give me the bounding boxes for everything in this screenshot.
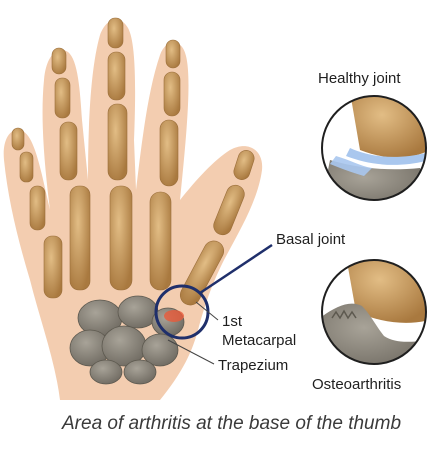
arthritis-highlight — [164, 310, 184, 322]
basal-joint-label: Basal joint — [276, 231, 345, 248]
metacarpal-label-line1: 1st — [222, 313, 242, 330]
healthy-joint-label: Healthy joint — [318, 70, 401, 87]
figure-caption: Area of arthritis at the base of the thu… — [62, 412, 422, 436]
osteoarthritis-label: Osteoarthritis — [312, 376, 401, 393]
osteoarthritis-inset — [320, 256, 430, 372]
metacarpal-label-line2: Metacarpal — [222, 332, 296, 349]
healthy-joint-inset — [320, 92, 430, 210]
trapezium-label: Trapezium — [218, 357, 288, 374]
